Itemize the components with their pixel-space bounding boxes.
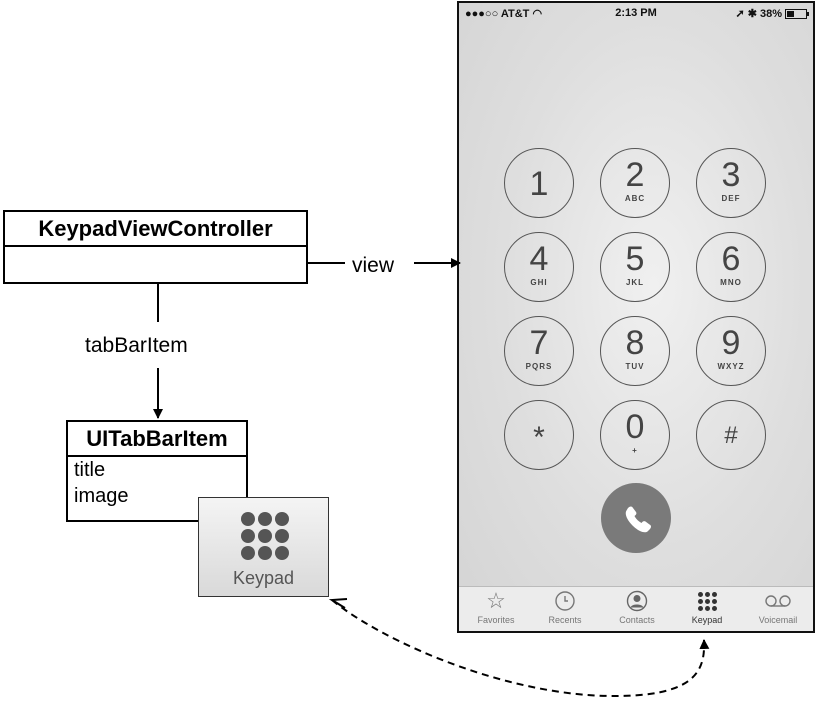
battery-percent: 38%	[759, 7, 782, 20]
voicemail-icon	[745, 587, 811, 615]
status-time: 2:13 PM	[615, 7, 657, 19]
star-icon: ☆	[486, 588, 506, 613]
keypad-tab-item-preview: Keypad	[198, 497, 329, 597]
dashed-correspondence-arrow	[331, 599, 710, 697]
tab-bar: ☆ Favorites Recents Contacts Keypad Vo	[459, 586, 813, 631]
class-name: UITabBarItem	[68, 422, 246, 457]
key-hash[interactable]: #	[696, 400, 766, 470]
key-1[interactable]: 1	[504, 148, 574, 218]
tab-keypad[interactable]: Keypad	[674, 587, 740, 625]
property-title: title	[74, 459, 106, 481]
tab-recents[interactable]: Recents	[532, 587, 598, 625]
tab-favorites[interactable]: ☆ Favorites	[463, 587, 529, 625]
keypad-icon	[241, 512, 289, 560]
class-name: KeypadViewController	[5, 212, 306, 247]
key-0[interactable]: 0+	[600, 400, 670, 470]
uitabbaritem-class-box: UITabBarItem title image	[66, 420, 248, 522]
location-icon: ➚	[735, 8, 745, 20]
tab-label: Recents	[548, 615, 582, 625]
view-relation-label: view	[352, 254, 395, 278]
keypadviewcontroller-class-box: KeypadViewController	[3, 210, 308, 284]
dashed-arrowhead-left	[328, 598, 348, 609]
tab-label: Contacts	[619, 615, 655, 625]
tab-label: Keypad	[691, 615, 723, 625]
tab-contacts[interactable]: Contacts	[604, 587, 670, 625]
tab-voicemail[interactable]: Voicemail	[745, 587, 811, 625]
call-button[interactable]	[601, 483, 671, 553]
key-star[interactable]: *	[504, 400, 574, 470]
tabbaritem-relation-label: tabBarItem	[85, 334, 188, 358]
status-right: ➚ ✱ 38%	[735, 7, 809, 20]
person-icon	[604, 587, 670, 615]
status-bar: ●●●○○ AT&T ◠ 2:13 PM ➚ ✱ 38%	[465, 7, 809, 23]
property-image: image	[74, 485, 129, 507]
wifi-icon: ◠	[532, 8, 543, 20]
carrier-label: ●●●○○ AT&T ◠	[465, 8, 543, 20]
keypad-preview-label: Keypad	[232, 568, 295, 588]
battery-icon	[785, 8, 809, 19]
tab-label: Voicemail	[758, 615, 798, 625]
keypad-icon	[674, 587, 740, 615]
phone-handset-icon	[625, 506, 651, 533]
bluetooth-icon: ✱	[747, 8, 757, 20]
tab-label: Favorites	[477, 615, 515, 625]
clock-icon	[532, 587, 598, 615]
